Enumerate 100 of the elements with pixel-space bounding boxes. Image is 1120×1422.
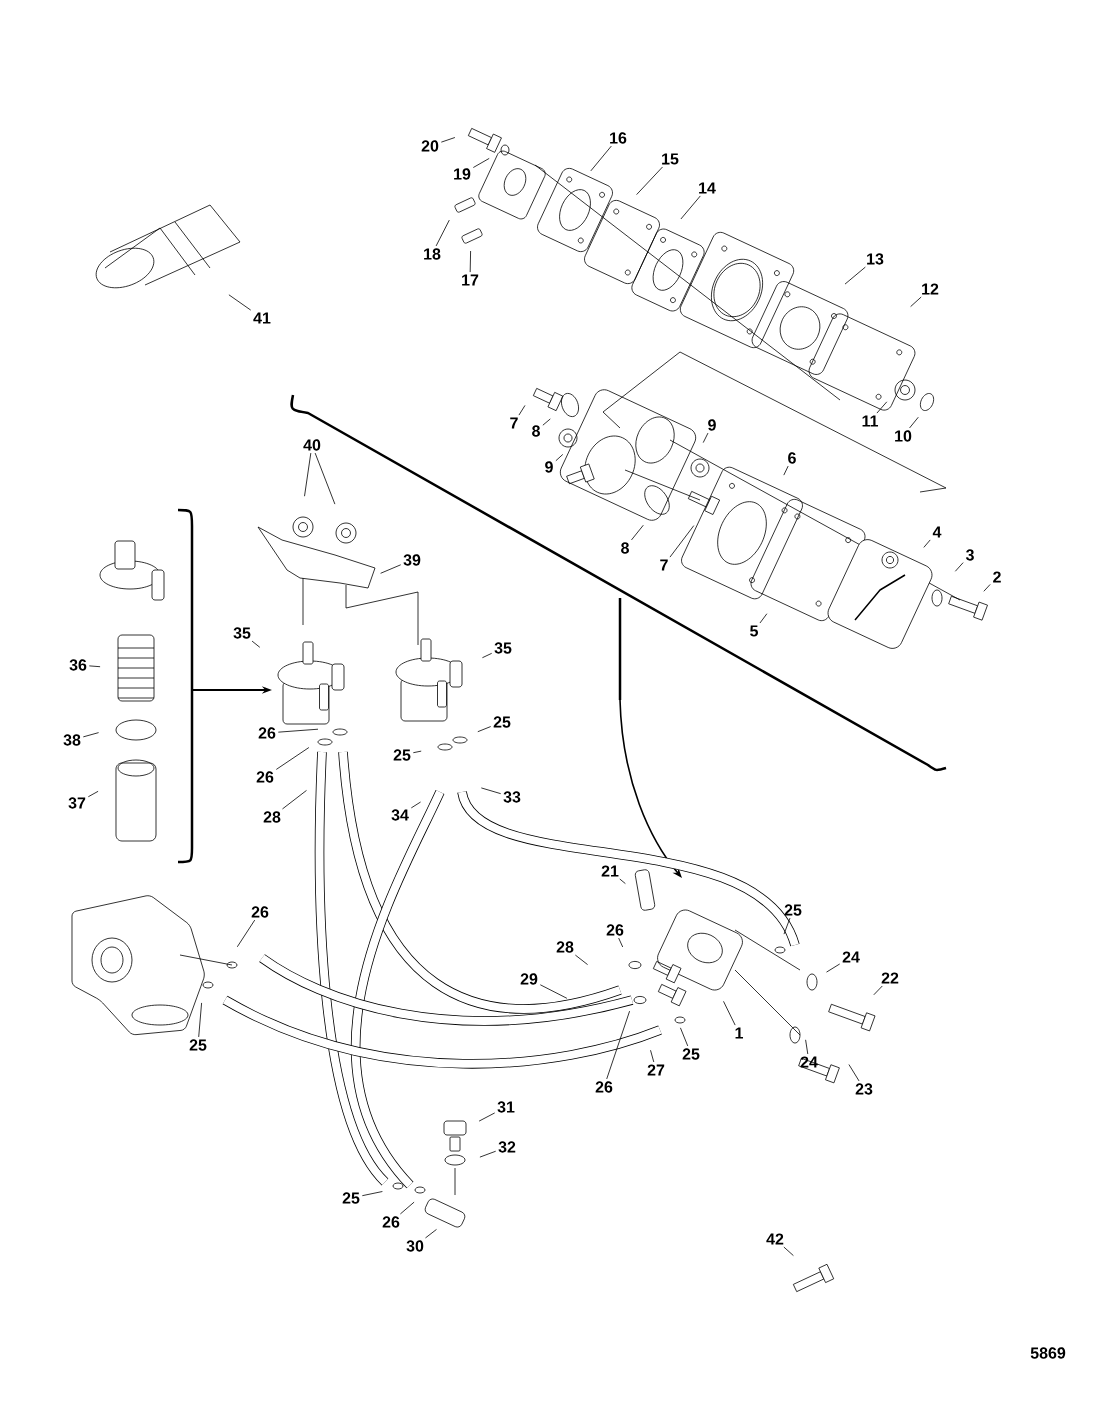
leader-line bbox=[759, 613, 768, 624]
callout-number: 26 bbox=[258, 727, 276, 739]
callout-number: 23 bbox=[855, 1083, 873, 1095]
callout-number: 24 bbox=[800, 1056, 818, 1068]
leader-line bbox=[680, 1027, 689, 1047]
callout-number: 26 bbox=[595, 1081, 613, 1093]
leader-line bbox=[412, 750, 422, 754]
callout-number: 25 bbox=[189, 1039, 207, 1051]
leader-line bbox=[542, 418, 551, 426]
callout-number: 36 bbox=[69, 659, 87, 671]
leader-line bbox=[304, 452, 312, 497]
callout-number: 41 bbox=[253, 312, 271, 324]
leader-line bbox=[876, 401, 888, 414]
callout-number: 28 bbox=[556, 941, 574, 953]
callout-number: 6 bbox=[788, 452, 796, 464]
leader-line bbox=[590, 145, 612, 172]
callout-number: 24 bbox=[842, 951, 860, 963]
leader-line bbox=[618, 937, 624, 948]
leader-line bbox=[361, 1191, 383, 1197]
callout-number: 7 bbox=[510, 417, 518, 429]
leader-line bbox=[482, 652, 493, 659]
leader-line bbox=[826, 963, 841, 973]
leader-line bbox=[680, 195, 701, 220]
leader-line bbox=[805, 1039, 809, 1055]
callout-number: 2 bbox=[993, 571, 1001, 583]
callout-number: 29 bbox=[520, 973, 538, 985]
leader-line bbox=[236, 919, 256, 948]
callout-number: 12 bbox=[922, 283, 939, 295]
callout-number: 8 bbox=[532, 425, 540, 437]
callout-number: 30 bbox=[406, 1240, 424, 1252]
leader-line bbox=[650, 1049, 655, 1063]
leader-line bbox=[82, 732, 99, 738]
leader-line bbox=[702, 432, 709, 443]
leader-line bbox=[518, 405, 526, 416]
leader-line bbox=[314, 452, 336, 505]
leader-line bbox=[478, 1112, 496, 1122]
callout-number: 34 bbox=[391, 809, 409, 821]
leader-line bbox=[873, 985, 883, 996]
callout-number: 25 bbox=[682, 1048, 700, 1060]
leader-line bbox=[848, 1064, 860, 1082]
leader-line bbox=[410, 801, 421, 809]
callout-number: 19 bbox=[454, 168, 471, 180]
leader-line bbox=[636, 166, 663, 195]
leader-line bbox=[783, 1246, 794, 1256]
callout-number: 8 bbox=[621, 542, 629, 554]
callout-number: 9 bbox=[708, 419, 716, 431]
callout-number: 22 bbox=[881, 972, 899, 984]
callout-number: 26 bbox=[606, 924, 624, 936]
leader-line bbox=[87, 790, 99, 798]
leader-line bbox=[282, 790, 307, 810]
callout-number: 17 bbox=[462, 274, 479, 286]
callout-number: 32 bbox=[498, 1141, 516, 1153]
callout-number: 18 bbox=[424, 248, 441, 260]
leader-line bbox=[88, 665, 101, 668]
callout-number: 25 bbox=[784, 904, 802, 916]
callout-number: 26 bbox=[251, 906, 269, 918]
leader-line bbox=[619, 878, 626, 884]
callout-number: 39 bbox=[403, 554, 421, 566]
callout-number: 28 bbox=[263, 811, 281, 823]
callout-number: 10 bbox=[895, 430, 912, 442]
leader-line bbox=[275, 747, 310, 770]
callout-number: 3 bbox=[965, 549, 974, 561]
leader-line bbox=[472, 158, 490, 168]
leader-line bbox=[198, 1002, 202, 1038]
leader-line bbox=[923, 539, 931, 548]
callout-number: 1 bbox=[735, 1027, 743, 1039]
callout-number: 11 bbox=[862, 415, 878, 427]
leader-line bbox=[480, 787, 502, 795]
leader-line bbox=[783, 465, 789, 476]
leader-line bbox=[574, 954, 588, 965]
leader-line bbox=[425, 1229, 437, 1239]
callout-number: 35 bbox=[233, 627, 251, 639]
leader-line bbox=[844, 266, 866, 285]
callout-number: 25 bbox=[393, 749, 411, 761]
leader-line bbox=[477, 726, 492, 733]
callout-number: 16 bbox=[610, 132, 627, 144]
leader-line bbox=[479, 1150, 497, 1158]
callout-number: 35 bbox=[494, 642, 512, 654]
leader-line bbox=[631, 524, 644, 541]
callout-number: 38 bbox=[63, 734, 81, 746]
leader-line bbox=[469, 250, 471, 273]
leader-line bbox=[669, 525, 695, 558]
callout-number: 31 bbox=[497, 1101, 515, 1113]
leader-line bbox=[251, 640, 261, 648]
callout-number: 14 bbox=[699, 182, 716, 194]
leader-line bbox=[723, 1000, 736, 1026]
leader-line bbox=[954, 562, 964, 572]
leader-line bbox=[909, 416, 919, 429]
callout-number: 7 bbox=[660, 559, 668, 571]
leader-line bbox=[983, 584, 991, 592]
leader-line bbox=[399, 1201, 415, 1215]
callout-number: 27 bbox=[647, 1064, 665, 1076]
leader-line bbox=[228, 294, 252, 311]
figure-number: 5869 bbox=[1030, 1347, 1066, 1359]
callout-number: 5 bbox=[750, 625, 758, 637]
callout-number: 4 bbox=[932, 526, 942, 538]
leader-line bbox=[783, 917, 791, 935]
callout-number: 26 bbox=[382, 1216, 400, 1228]
callout-number: 25 bbox=[342, 1192, 360, 1204]
leader-line bbox=[380, 564, 402, 574]
